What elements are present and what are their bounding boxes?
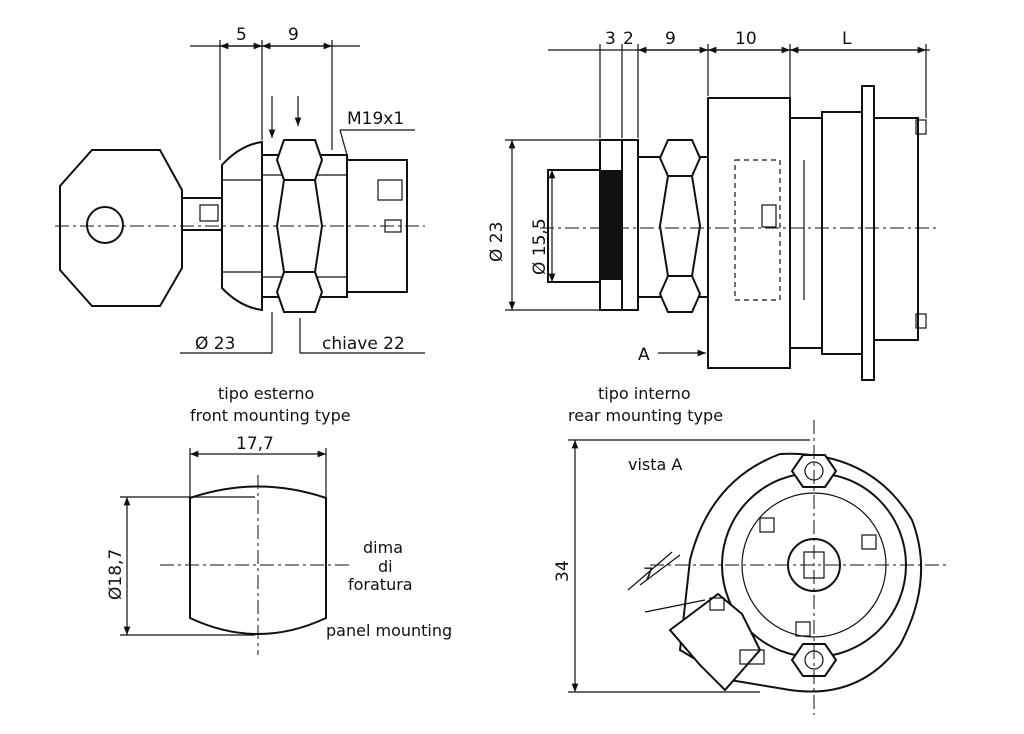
- width-17-7: 17,7: [236, 434, 274, 454]
- thread-label: M19x1: [347, 109, 404, 129]
- diameter-23-rear: Ø 23: [487, 222, 507, 262]
- dim-5: 5: [236, 25, 247, 45]
- rear-mounting-view: 3 2 9 10 L Ø 23 Ø 15,5 A tipo interno re…: [487, 29, 940, 425]
- caption-rear-it: tipo interno: [598, 384, 691, 403]
- diameter-18-7: Ø18,7: [106, 549, 126, 600]
- key-hole: [86, 206, 124, 244]
- diameter-15-5: Ø 15,5: [530, 218, 550, 275]
- dim-9-rear: 9: [665, 29, 676, 49]
- height-34: 34: [553, 560, 573, 582]
- dim-10: 10: [735, 29, 757, 49]
- key-head: [59, 149, 183, 307]
- slot-7: 7: [643, 565, 654, 585]
- caption-front-en: front mounting type: [190, 406, 351, 425]
- switch-housing: [707, 97, 791, 369]
- view-a-title: vista A: [628, 455, 682, 474]
- panel-cutout-view: 17,7 Ø18,7 dima di foratura panel mounti…: [106, 434, 452, 655]
- view-a-bottom-nut: [790, 643, 838, 677]
- caption-front-it: tipo esterno: [218, 384, 314, 403]
- wrench-label: chiave 22: [322, 334, 405, 354]
- view-a: 34 7 vista A: [553, 420, 950, 715]
- label-foratura: foratura: [348, 575, 413, 594]
- label-dima: dima: [363, 538, 403, 557]
- dim-L: L: [842, 29, 852, 49]
- caption-rear-en: rear mounting type: [568, 406, 723, 425]
- front-mounting-view: 5 9 M19x1 Ø 23 chiave 22 tipo esterno fr…: [55, 25, 425, 425]
- label-di: di: [378, 557, 393, 576]
- cutout-shape: [189, 485, 327, 635]
- key-blade: [181, 197, 223, 231]
- label-panel-mounting: panel mounting: [326, 621, 452, 640]
- dim-9: 9: [288, 25, 299, 45]
- diameter-23-label: Ø 23: [195, 334, 235, 354]
- dim-3: 3: [605, 29, 616, 49]
- dim-2: 2: [623, 29, 634, 49]
- arrow-A-label: A: [638, 345, 650, 365]
